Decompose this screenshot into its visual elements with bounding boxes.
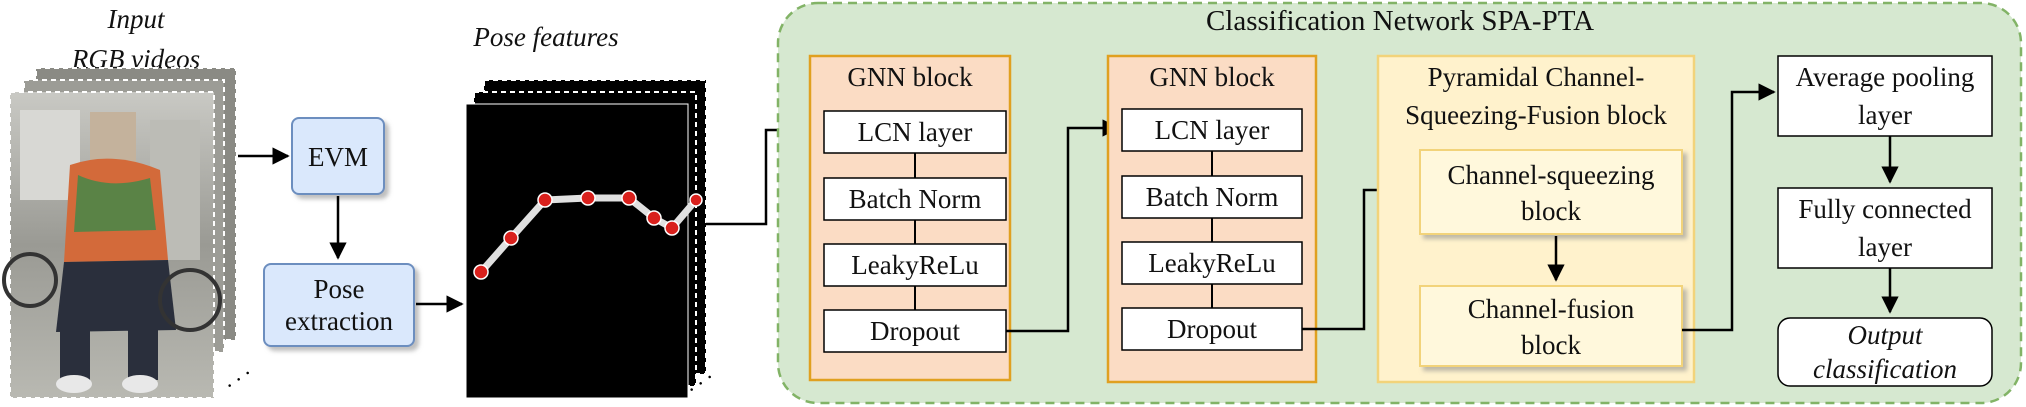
blurred-face xyxy=(90,112,136,162)
arrow-gnn1-to-gnn2 xyxy=(1006,119,1120,333)
joint xyxy=(646,210,662,226)
fc-line1: Fully connected xyxy=(1798,194,1972,224)
joint xyxy=(621,190,637,206)
more-frames-dots: . . . xyxy=(217,356,254,392)
pose-extraction-line1: Pose xyxy=(313,274,364,304)
pcsf-block: Pyramidal Channel- Squeezing-Fusion bloc… xyxy=(1376,54,1696,384)
gnn-block-1: GNN block LCN layer Batch Norm LeakyReLu… xyxy=(808,54,1012,382)
pose-features-stack: Pose features . . . xyxy=(465,22,715,399)
gnn1-relu-label: LeakyReLu xyxy=(851,250,979,280)
gnn1-bn-label: Batch Norm xyxy=(849,184,982,214)
channel-squeezing-block xyxy=(1419,149,1683,235)
gnn2-leakyrelu xyxy=(1121,241,1303,285)
output-line2: classification xyxy=(1813,354,1957,384)
gnn2-bn-label: Batch Norm xyxy=(1146,182,1279,212)
squeeze-line1: Channel-squeezing xyxy=(1448,160,1655,190)
fully-connected-layer xyxy=(1777,187,1993,269)
arrow-pcsf-to-head xyxy=(1682,83,1776,332)
joint xyxy=(664,220,680,236)
fc-line2: layer xyxy=(1858,232,1912,262)
pose-extraction-line2: extraction xyxy=(285,306,393,336)
classification-head: Average pooling layer Fully connected la… xyxy=(1777,55,1993,387)
joint xyxy=(537,192,553,208)
output-line1: Output xyxy=(1847,320,1924,350)
joint xyxy=(473,264,489,280)
pcsf-title-line2: Squeezing-Fusion block xyxy=(1405,100,1667,130)
joint xyxy=(580,190,596,206)
network-title: Classification Network SPA-PTA xyxy=(1206,5,1594,37)
gnn-block-2: GNN block LCN layer Batch Norm LeakyReLu… xyxy=(1106,54,1318,384)
evm-box: EVM xyxy=(291,117,385,195)
gnn1-batch-norm xyxy=(823,177,1007,221)
pose-extraction-box: Pose extraction xyxy=(263,263,415,347)
pose-features-title: Pose features xyxy=(472,22,618,52)
avg-pool-line1: Average pooling xyxy=(1796,62,1975,92)
input-video-stack: Input RGB videos . . . xyxy=(2,4,254,399)
gnn1-dropout-label: Dropout xyxy=(870,316,960,346)
classification-network: Classification Network SPA-PTA GNN block… xyxy=(776,1,2023,405)
channel-fusion-block xyxy=(1419,285,1683,367)
gnn2-dropout xyxy=(1121,307,1303,351)
gnn1-title: GNN block xyxy=(847,62,973,92)
pcsf-title-line1: Pyramidal Channel- xyxy=(1428,62,1645,92)
output-classification xyxy=(1777,317,1993,387)
gnn1-lcn-layer xyxy=(823,110,1007,154)
squeeze-line2: block xyxy=(1521,196,1581,226)
gnn2-dropout-label: Dropout xyxy=(1167,314,1257,344)
evm-label: EVM xyxy=(308,142,368,172)
gnn2-relu-label: LeakyReLu xyxy=(1148,248,1276,278)
fusion-line1: Channel-fusion xyxy=(1468,294,1635,324)
gnn1-dropout xyxy=(823,309,1007,353)
pose-joints xyxy=(473,190,703,280)
gnn2-lcn-layer xyxy=(1121,108,1303,152)
video-frame-front xyxy=(2,91,222,399)
gnn2-lcn-label: LCN layer xyxy=(1155,115,1270,145)
joint xyxy=(689,193,703,207)
fusion-line2: block xyxy=(1521,330,1581,360)
avg-pool-line2: layer xyxy=(1858,100,1912,130)
average-pooling-layer xyxy=(1777,55,1993,137)
gnn1-leakyrelu xyxy=(823,243,1007,287)
gnn2-batch-norm xyxy=(1121,175,1303,219)
gnn1-lcn-label: LCN layer xyxy=(858,117,973,147)
input-title-line1: Input xyxy=(107,4,166,34)
joint xyxy=(503,230,519,246)
gnn2-title: GNN block xyxy=(1149,62,1275,92)
